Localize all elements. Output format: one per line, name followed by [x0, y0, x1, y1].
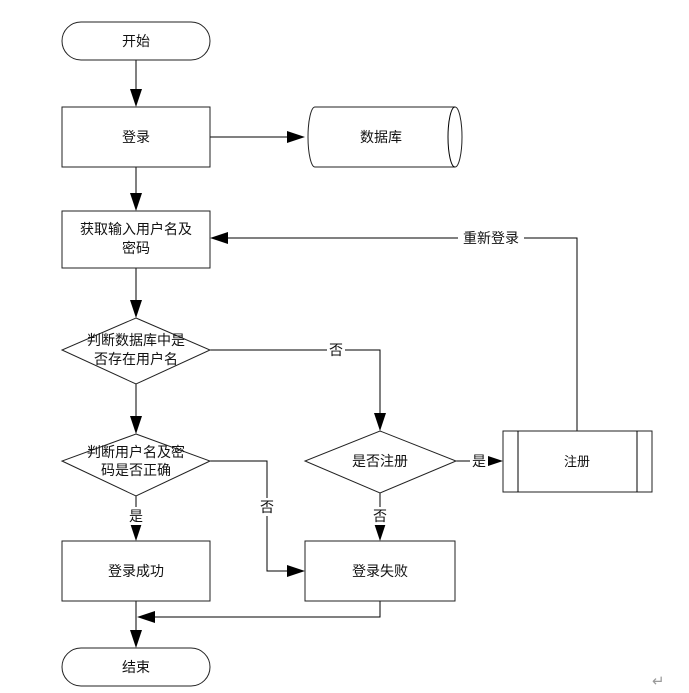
node-ask-register: 是否注册 [303, 430, 458, 494]
arrowhead-success [130, 523, 142, 541]
edge-checkpwd-no [210, 460, 294, 572]
check-user-label-line2: 否存在用户名 [94, 351, 178, 368]
process-login-fail [304, 540, 456, 602]
ask-register-label: 是否注册 [352, 454, 408, 470]
database-label: 数据库 [360, 130, 402, 146]
database-cylinder-inner-edge [447, 106, 456, 168]
node-register: 注册 [502, 430, 653, 493]
relogin-label: 重新登录 [463, 231, 519, 247]
arrowhead-fail-from-askreg [374, 523, 386, 541]
login-fail-label: 登录失败 [352, 564, 408, 580]
pwd-wrong-no-label: 否 [260, 500, 274, 516]
decision-check-user [60, 317, 212, 385]
edge-checkuser-no [210, 349, 381, 420]
arrowhead-checkpwd [130, 416, 142, 434]
get-input-label-line1: 获取输入用户名及 [80, 221, 192, 238]
edge-labels: 重新登录 否 是 否 是 否 [127, 228, 524, 525]
node-get-input: 获取输入用户名及 密码 [61, 210, 211, 269]
relogin-label-bg [458, 228, 524, 248]
decision-ask-register [303, 430, 458, 494]
connectors [135, 60, 578, 637]
check-pwd-label-line1: 判断用户名及密 [87, 444, 185, 461]
user-not-found-label-bg [327, 341, 345, 359]
pwd-right-yes-label: 是 [129, 509, 143, 525]
predefined-process-register [502, 430, 653, 493]
register-yes-label: 是 [472, 454, 486, 470]
pwd-right-yes-label-bg [127, 507, 145, 525]
paragraph-mark: ↵ [652, 672, 665, 690]
process-get-input [61, 210, 211, 269]
arrowhead-input-relogin [210, 232, 228, 244]
node-login: 登录 [61, 106, 211, 168]
node-start: 开始 [61, 21, 211, 61]
get-input-label-line2: 密码 [122, 240, 150, 257]
start-label: 开始 [122, 34, 150, 50]
check-user-label-line1: 判断数据库中是 [87, 333, 185, 349]
arrowhead-checkuser [130, 300, 142, 318]
register-yes-label-bg [470, 452, 488, 470]
arrowhead-login [130, 89, 142, 107]
terminator-start [61, 21, 211, 61]
process-login-success [61, 540, 211, 602]
arrowhead-end-side [137, 611, 155, 623]
arrowhead-end [130, 630, 142, 648]
pwd-wrong-no-label-bg [258, 498, 276, 516]
login-label: 登录 [122, 130, 150, 146]
terminator-end [61, 647, 211, 687]
node-check-password: 判断用户名及密 码是否正确 [60, 433, 212, 497]
user-not-found-no-label: 否 [329, 343, 343, 359]
check-pwd-label-line2: 码是否正确 [101, 463, 171, 479]
process-login [61, 106, 211, 168]
node-login-fail: 登录失败 [304, 540, 456, 602]
node-database: 数据库 [307, 106, 463, 168]
node-end: 结束 [61, 647, 211, 687]
arrowheads [130, 89, 503, 648]
register-no-label: 否 [373, 509, 387, 525]
edge-relogin [221, 237, 578, 431]
register-label: 注册 [564, 455, 590, 470]
node-check-user: 判断数据库中是 否存在用户名 [60, 317, 212, 385]
decision-check-password [60, 433, 212, 497]
login-success-label: 登录成功 [108, 564, 164, 580]
register-no-label-bg [371, 507, 389, 525]
node-login-success: 登录成功 [61, 540, 211, 602]
end-label: 结束 [122, 660, 150, 676]
arrowhead-database [287, 131, 305, 143]
arrowhead-input [130, 193, 142, 211]
arrowhead-askreg [374, 413, 386, 431]
arrowhead-register [485, 455, 503, 467]
arrowhead-fail-from-checkpwd [287, 565, 305, 577]
edge-fail-end [148, 601, 381, 618]
